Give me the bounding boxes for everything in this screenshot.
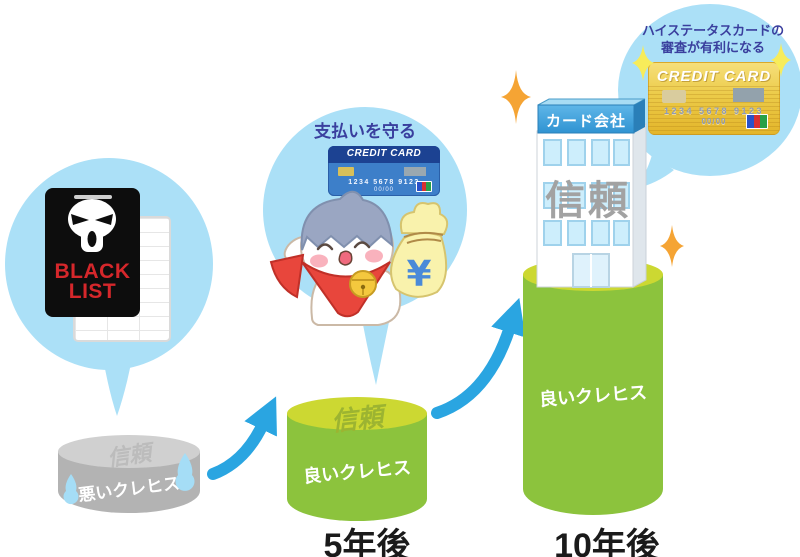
building-windows [543,139,630,246]
gold-credit-card: CREDIT CARD 1234 5678 9123 00/00 [648,62,780,135]
cylinder-good-credit-5y [287,413,427,521]
building-side [632,123,647,288]
blacklist-card: BLACK LIST [45,188,140,317]
gold-bubble-title: ハイステータスカードの 審査が有利になる [641,23,785,55]
card-number: 1234 5678 9123 [663,106,765,116]
blue-credit-card: CREDIT CARD 1234 5678 9123 00/00 [328,146,440,196]
card-chip [662,90,686,103]
card-chip [338,167,354,176]
card-expiry: 00/00 [373,187,394,193]
sign-front [537,104,635,134]
card-expiry: 00/00 [701,117,727,126]
card-logo-icon [746,114,768,129]
growth-arrow-2 [431,297,526,419]
growth-arrow-1 [207,396,277,480]
bubble-tail-left [103,358,132,416]
caption-5-years: 5年後 [323,527,411,557]
payment-bubble-title: 支払いを守る [314,122,416,141]
card-number: 1234 5678 9123 [348,179,420,186]
card-logo-icon [416,181,432,192]
skull-icon [68,199,116,252]
cylinder-good-credit-5y-top [287,397,427,430]
card-clip-bar [73,195,112,199]
card-brand: CREDIT CARD [346,148,422,159]
caption-10-years: 10年後 [554,527,660,557]
card-hologram [404,167,426,176]
sign-side [634,99,645,133]
card-brand: CREDIT CARD [656,68,772,85]
building-trust-label: 信頼 [545,179,631,223]
cylinder-good-credit-10y [523,274,663,515]
building-sign-label: カード会社 [545,113,626,130]
blacklist-text: BLACK LIST [54,260,131,303]
card-top-stripe [328,146,440,163]
card-hologram [733,88,764,102]
sign-top [537,98,646,106]
